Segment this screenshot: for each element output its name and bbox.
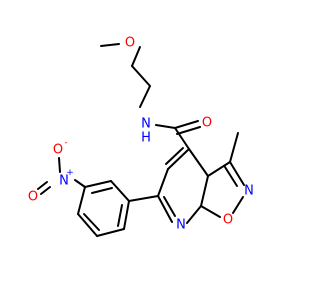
bond-ph-5-6	[96, 228, 125, 237]
nitro-nitrogen-label: N	[59, 174, 69, 189]
bond-c3a-c4	[188, 148, 209, 177]
bond-ph-4-5-inner	[83, 213, 100, 231]
bond-c6-n7	[157, 195, 173, 223]
nitro-plus-charge: +	[66, 168, 74, 178]
bond-c3a-c3	[207, 161, 231, 177]
bond-o1-c7a	[200, 205, 221, 218]
bond-c-o-2	[176, 126, 201, 135]
bond-n-o-2	[40, 186, 51, 195]
atom-labels: O N H O N O N N + O - O	[28, 36, 254, 233]
bond-methyl-o	[100, 43, 120, 47]
bond-c-o-1	[174, 120, 199, 129]
bond-n7-c7a	[186, 205, 202, 224]
bond-c5-c6	[157, 168, 169, 197]
bond-ph-3-4	[77, 186, 86, 215]
bond-c7a-c3a	[200, 175, 209, 207]
bond-ph-4-5	[77, 213, 98, 237]
methoxy-oxygen-label: O	[125, 36, 135, 51]
bond-n2-o1	[232, 196, 244, 214]
bond-ch2-n	[139, 85, 151, 108]
carbonyl-oxygen-label: O	[202, 116, 212, 131]
isoxazole-nitrogen-label: N	[244, 184, 254, 199]
bond-n-o-minus	[58, 157, 61, 173]
isoxazole-oxygen-label: O	[223, 213, 233, 228]
bond-amide-ring	[174, 127, 190, 150]
bond-n-c-amide	[155, 124, 176, 129]
amide-hydrogen-label: H	[141, 131, 151, 146]
bond-c3-n2-inner	[224, 166, 238, 187]
bond-c4-c5-inner	[165, 147, 184, 165]
bond-ph-6-1-inner	[117, 204, 123, 227]
bond-lines	[37, 43, 245, 237]
molecule-structure: O N H O N O N N + O - O	[28, 36, 254, 237]
bond-ph-2-3-inner	[91, 187, 113, 194]
bond-ph-2-3	[84, 180, 112, 188]
bond-c3-n2	[229, 161, 245, 186]
bond-o-ch2	[131, 46, 141, 67]
bond-ph-1-2	[110, 180, 130, 202]
bond-ph-n-nitro	[74, 179, 86, 188]
bond-c4-c5	[167, 148, 190, 170]
nitro-oxygen-minus-label: O	[53, 143, 63, 158]
bond-ch2-ch2	[131, 65, 151, 87]
bond-ph-6-1	[123, 200, 130, 230]
bond-c3-methyl	[229, 132, 239, 163]
amide-nitrogen-label: N	[141, 117, 151, 132]
bond-c6-phenyl	[128, 195, 159, 202]
bond-c6-n7-inner	[163, 196, 176, 217]
pyridine-nitrogen-label: N	[176, 218, 186, 233]
bond-n-o-1	[37, 181, 48, 190]
nitro-oxygen-label: O	[28, 190, 38, 205]
nitro-minus-charge: -	[64, 138, 67, 148]
